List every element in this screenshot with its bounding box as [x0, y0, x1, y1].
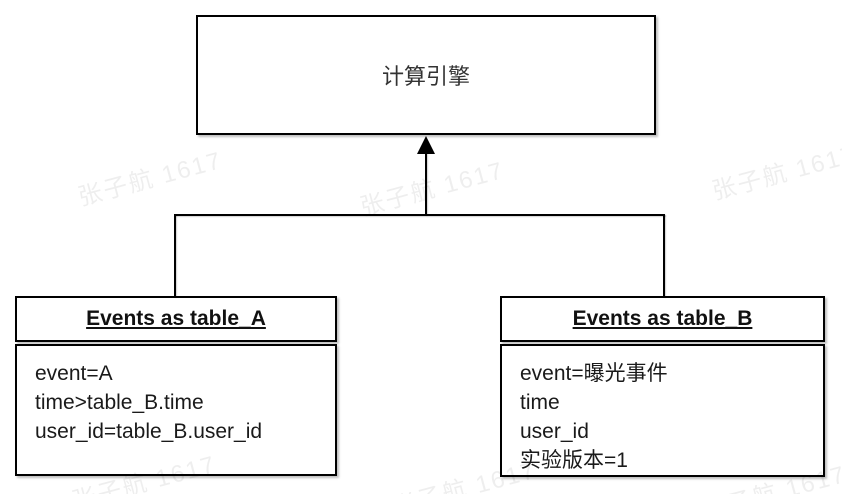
watermark-text: 张子航 1617	[709, 141, 842, 206]
connector-left-drop-line	[174, 214, 176, 297]
connector-right-drop-line	[663, 214, 665, 297]
table-b-title: Events as table_B	[572, 307, 753, 330]
table-b-row: time	[520, 391, 560, 414]
arrow-shaft-line	[425, 149, 427, 215]
table-a-header: Events as table_A	[15, 296, 337, 342]
table-a-row: user_id=table_B.user_id	[35, 420, 263, 443]
table-b-body: event=曝光事件 time user_id 实验版本=1	[500, 344, 825, 477]
arrow-up-icon	[417, 136, 435, 154]
table-b-row: user_id	[520, 420, 589, 443]
table-b-header: Events as table_B	[500, 296, 825, 342]
table-b-row: 实验版本=1	[520, 449, 628, 472]
table-b-row: event=曝光事件	[520, 362, 668, 385]
compute-engine-box: 计算引擎	[196, 15, 656, 135]
table-a-row: event=A	[35, 362, 113, 385]
table-a-body: event=A time>table_B.time user_id=table_…	[15, 344, 337, 476]
compute-engine-label: 计算引擎	[381, 64, 470, 89]
table-a-row: time>table_B.time	[35, 391, 204, 414]
connector-horizontal-line	[174, 214, 665, 216]
watermark-text: 张子航 1617	[357, 157, 508, 222]
watermark-text: 张子航 1617	[75, 147, 226, 212]
table-a-title: Events as table_A	[86, 307, 266, 330]
